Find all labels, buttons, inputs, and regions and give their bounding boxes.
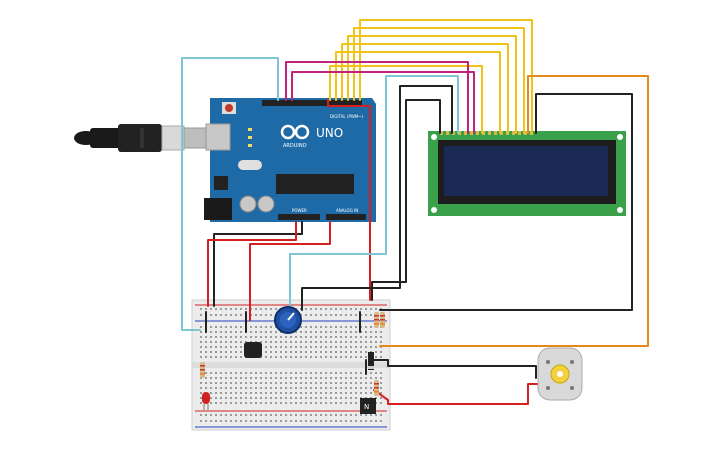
lcd-pin (518, 131, 521, 135)
lcd-display (428, 131, 626, 216)
resistor (200, 362, 205, 378)
digital-label: DIGITAL (PWM~) (330, 114, 364, 119)
arduino-logo (280, 124, 310, 140)
magenta-wires (285, 61, 475, 134)
cyan-loop-wire (181, 57, 279, 331)
lcd-pin (440, 131, 443, 135)
lcd-pin (476, 131, 479, 135)
lcd-pin (482, 131, 485, 135)
black-lcd-wire-2 (371, 99, 441, 301)
temperature-sensor (244, 342, 262, 358)
lcd-pin (452, 131, 455, 135)
lcd-pin (470, 131, 473, 135)
lcd-pin (524, 131, 527, 135)
analog-label: ANALOG IN (336, 208, 358, 213)
usb-cable (74, 124, 215, 152)
chip-label: N (364, 403, 369, 411)
arduino-uno-board: UNO ARDUINO DIGITAL (PWM~) POWER ANALOG … (204, 98, 376, 222)
resistor (380, 312, 385, 328)
red-digital-wire (327, 99, 371, 301)
lcd-pin (464, 131, 467, 135)
lcd-pin (494, 131, 497, 135)
motor-driver-chip: N (360, 398, 376, 414)
black-motor-wire (373, 359, 537, 379)
dc-motor[interactable] (537, 347, 583, 401)
black-backlight-wire (379, 93, 633, 311)
lcd-pin (500, 131, 503, 135)
resistor (374, 380, 379, 396)
uno-label: UNO (316, 126, 343, 140)
red-power-wire (207, 221, 297, 307)
black-power-wire (213, 221, 303, 307)
lcd-pin (446, 131, 449, 135)
lcd-pin (512, 131, 515, 135)
black-lcd-wire-1 (301, 85, 453, 311)
red-led (202, 392, 210, 410)
cyan-pot-wire (289, 75, 459, 311)
potentiometer[interactable] (274, 306, 302, 334)
power-label: POWER (292, 208, 307, 213)
red-analog-wire (249, 221, 331, 321)
diode (368, 352, 374, 370)
resistor (374, 312, 379, 328)
lcd-pin (488, 131, 491, 135)
lcd-pin (458, 131, 461, 135)
red-motor-wire (373, 383, 541, 405)
resistors (200, 312, 385, 396)
arduino-text: ARDUINO (283, 143, 307, 149)
lcd-screen (444, 146, 608, 196)
lcd-pin-header (440, 131, 533, 135)
orange-wire (379, 75, 649, 347)
yellow-wires (329, 19, 533, 134)
